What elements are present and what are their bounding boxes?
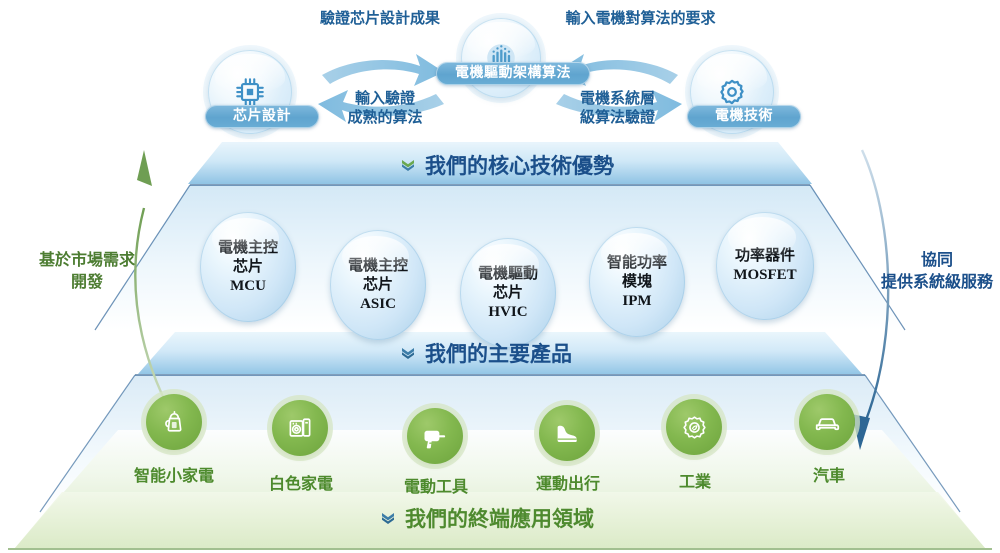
connector-label-line1: 電機系統層 [579,91,655,107]
application-power-tools[interactable] [407,408,463,464]
product-mcu[interactable]: 電機主控 芯片 MCU [200,212,296,322]
system-service-arrow-line2: 提供系統級服務 [880,274,993,291]
product-asic-line1: 電機主控 [347,257,408,274]
application-industrial-label: 工業 [678,474,711,491]
system-service-arrow-line1: 協同 [920,252,953,269]
system-service-arrow [852,149,890,450]
gear-leaf-icon [682,415,706,439]
node-motor-drive-algorithm-label: 電機驅動架構算法 [436,62,590,85]
product-hvic-line3: HVIC [488,303,528,320]
product-ipm[interactable]: 智能功率 模塊 IPM [589,227,685,337]
product-hvic-line2: 芯片 [492,284,523,301]
node-motor-drive-algorithm[interactable] [461,18,541,98]
end-applications-banner[interactable]: 我們的終端應用領域 [380,503,594,533]
product-mcu-line2: 芯片 [232,258,263,275]
kettle-icon [165,411,182,432]
main-products-banner[interactable]: 我們的主要產品 [400,338,572,368]
market-demand-arrow-line1: 基於市場需求 [38,252,135,269]
product-hvic[interactable]: 電機驅動 芯片 HVIC [460,238,556,348]
application-white-goods-label: 白色家電 [268,476,333,493]
market-demand-arrow-label: 基於市場需求 開發 [12,250,162,294]
product-mcu-line1: 電機主控 [217,239,278,256]
connector-label-line1: 輸入驗證 [354,91,415,107]
gear-icon [720,79,744,105]
car-icon [815,418,840,431]
application-automotive-label: 汽車 [812,468,845,485]
double-chevron-down-icon [402,160,414,171]
product-hvic-line1: 電機驅動 [477,265,538,282]
application-sports-mobility-label: 運動出行 [535,476,600,493]
connector-label-input-verified-algorithm: 輸入驗證 成熟的算法 [335,90,435,128]
product-asic-line2: 芯片 [362,276,393,293]
product-asic-line3: ASIC [360,295,396,312]
connector-label-system-level-verification: 電機系統層 級算法驗證 [565,90,670,128]
application-sports-mobility[interactable] [539,405,595,461]
core-technology-banner-label: 我們的核心技術優勢 [425,154,614,178]
node-motor-technology-label: 電機技術 [687,105,801,128]
product-ipm-line2: 模塊 [621,273,652,290]
boot-icon [557,425,577,442]
product-mosfet-line1: 功率器件 [734,248,795,264]
application-smart-small-appliance-label: 智能小家電 [133,468,214,485]
arrow-system-level-verification [556,90,682,122]
product-mosfet-line2: MOSFET [733,267,797,283]
arrow-verify-chip-result [322,54,444,86]
application-white-goods[interactable] [272,400,328,456]
system-service-arrow-label: 協同 提供系統級服務 [872,250,1000,294]
connector-label-line2: 級算法驗證 [579,110,655,126]
product-ipm-line3: IPM [622,292,652,309]
product-asic[interactable]: 電機主控 芯片 ASIC [330,230,426,340]
double-chevron-down-icon [402,348,414,359]
arrow-input-verified-algorithm [318,90,444,122]
main-products-banner-label: 我們的主要產品 [425,342,572,366]
application-automotive[interactable] [799,394,855,450]
connector-label-verify-chip-result: 驗證芯片設計成果 [319,11,440,27]
connector-label-input-motor-requirement: 輸入電機對算法的要求 [565,11,716,27]
end-applications-banner-label: 我們的終端應用領域 [405,507,594,531]
application-industrial[interactable] [666,399,722,455]
product-mcu-line3: MCU [230,277,266,294]
product-ipm-line1: 智能功率 [606,254,667,271]
product-mosfet[interactable]: 功率器件 MOSFET [716,212,814,320]
node-chip-design-label: 芯片設計 [205,105,319,128]
market-demand-arrow-line2: 開發 [70,274,103,291]
washing-machine-icon [289,418,311,437]
drill-icon [424,430,446,449]
application-smart-small-appliance[interactable] [146,394,202,450]
microchip-icon [236,78,264,106]
connector-label-line2: 成熟的算法 [347,110,423,126]
double-chevron-down-icon [382,513,394,524]
application-power-tools-label: 電動工具 [403,479,468,496]
core-technology-banner[interactable]: 我們的核心技術優勢 [400,150,614,180]
